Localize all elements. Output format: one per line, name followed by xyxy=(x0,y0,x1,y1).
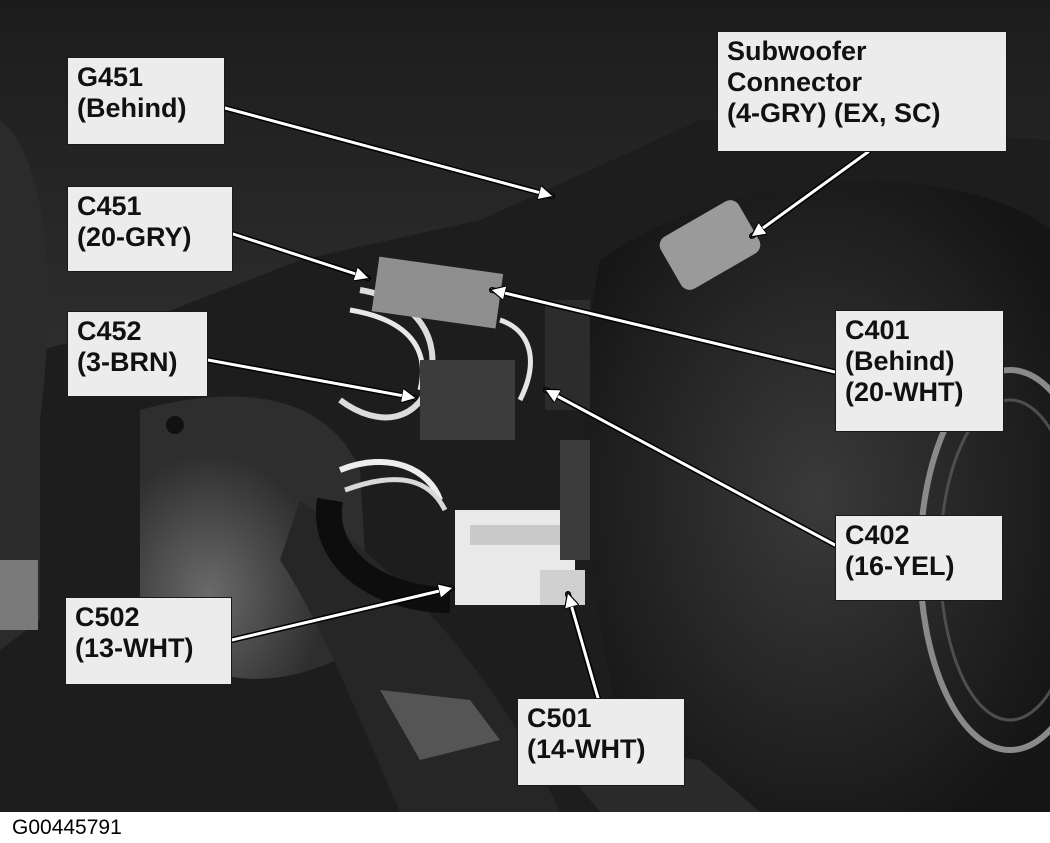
callout-c401: C401 (Behind) (20-WHT) xyxy=(835,310,1004,432)
callout-c451-line2: (20-GRY) xyxy=(77,222,192,252)
callout-c401-line2: (Behind) xyxy=(845,346,955,376)
callout-c451-line1: C451 xyxy=(77,191,142,221)
callout-c452-line2: (3-BRN) xyxy=(77,347,178,377)
callout-c502-line1: C502 xyxy=(75,602,140,632)
callout-c501: C501 (14-WHT) xyxy=(517,698,685,786)
callout-c402: C402 (16-YEL) xyxy=(835,515,1003,601)
callout-c402-line2: (16-YEL) xyxy=(845,551,955,581)
callout-c451: C451 (20-GRY) xyxy=(67,186,233,272)
callout-c402-line1: C402 xyxy=(845,520,910,550)
callout-subwoofer-line3: (4-GRY) (EX, SC) xyxy=(727,98,941,128)
callout-c401-line3: (20-WHT) xyxy=(845,377,964,407)
callout-c452: C452 (3-BRN) xyxy=(67,311,208,397)
callout-c501-line1: C501 xyxy=(527,703,592,733)
callout-subwoofer-line1: Subwoofer xyxy=(727,36,867,66)
callout-g451-line2: (Behind) xyxy=(77,93,187,123)
leader-arrows xyxy=(205,105,871,701)
callout-c501-line2: (14-WHT) xyxy=(527,734,646,764)
figure-id-label: G00445791 xyxy=(12,816,122,839)
callout-subwoofer-connector: Subwoofer Connector (4-GRY) (EX, SC) xyxy=(717,31,1007,152)
callout-g451-line1: G451 xyxy=(77,62,144,92)
callout-g451: G451 (Behind) xyxy=(67,57,225,145)
callout-subwoofer-line2: Connector xyxy=(727,67,862,97)
callout-c502-line2: (13-WHT) xyxy=(75,633,194,663)
callout-c502: C502 (13-WHT) xyxy=(65,597,232,685)
callout-c452-line1: C452 xyxy=(77,316,142,346)
callout-c401-line1: C401 xyxy=(845,315,910,345)
